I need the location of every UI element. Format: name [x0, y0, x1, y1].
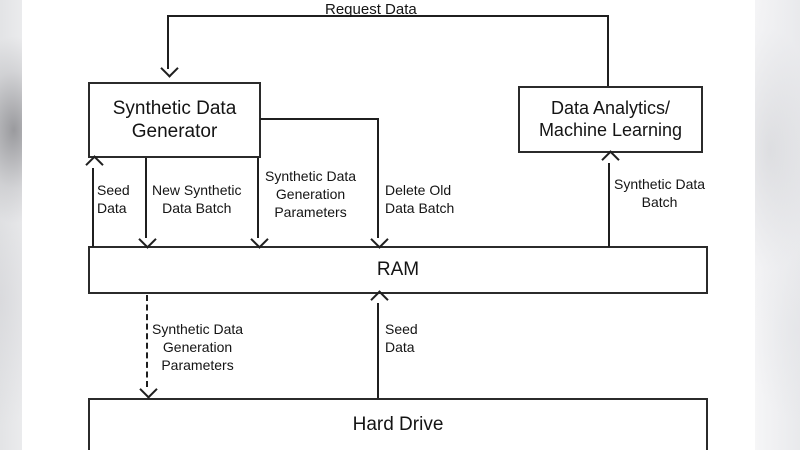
delete-old-data-batch-edge-span	[260, 118, 379, 120]
edge-label-seed-data-top: Seed Data	[97, 182, 130, 216]
node-ram[interactable]: RAM	[88, 246, 708, 294]
sdg-parameters-top-edge-line	[257, 158, 259, 238]
node-hard-drive[interactable]: Hard Drive	[88, 398, 708, 450]
slide-content-area	[22, 0, 755, 450]
delete-old-data-batch-edge-dropper	[377, 118, 379, 238]
synthetic-data-batch-edge-line	[608, 163, 610, 247]
seed-data-bottom-edge-line	[377, 303, 379, 398]
request-data-edge-dropper	[167, 15, 169, 69]
edge-label-request-data: Request Data	[325, 1, 417, 18]
sdg-parameters-bottom-edge-line	[146, 295, 148, 387]
node-synthetic-data-generator[interactable]: Synthetic Data Generator	[88, 82, 261, 158]
edge-label-seed-data-bottom: Seed Data	[385, 321, 418, 355]
new-synthetic-data-batch-edge-line	[145, 158, 147, 238]
request-data-edge-riser	[607, 15, 609, 87]
edge-label-new-synthetic-data-batch: New Synthetic Data Batch	[152, 182, 242, 216]
request-data-edge-span	[167, 15, 609, 17]
edge-label-synthetic-data-generation-parameters-top: Synthetic Data Generation Parameters	[265, 168, 357, 220]
edge-label-synthetic-data-generation-parameters-bottom: Synthetic Data Generation Parameters	[152, 321, 244, 373]
node-data-analytics-machine-learning[interactable]: Data Analytics/ Machine Learning	[518, 86, 703, 153]
edge-label-delete-old-data-batch: Delete Old Data Batch	[385, 182, 455, 216]
edge-label-synthetic-data-batch: Synthetic Data Batch	[614, 176, 706, 210]
seed-data-top-edge-line	[92, 168, 94, 247]
